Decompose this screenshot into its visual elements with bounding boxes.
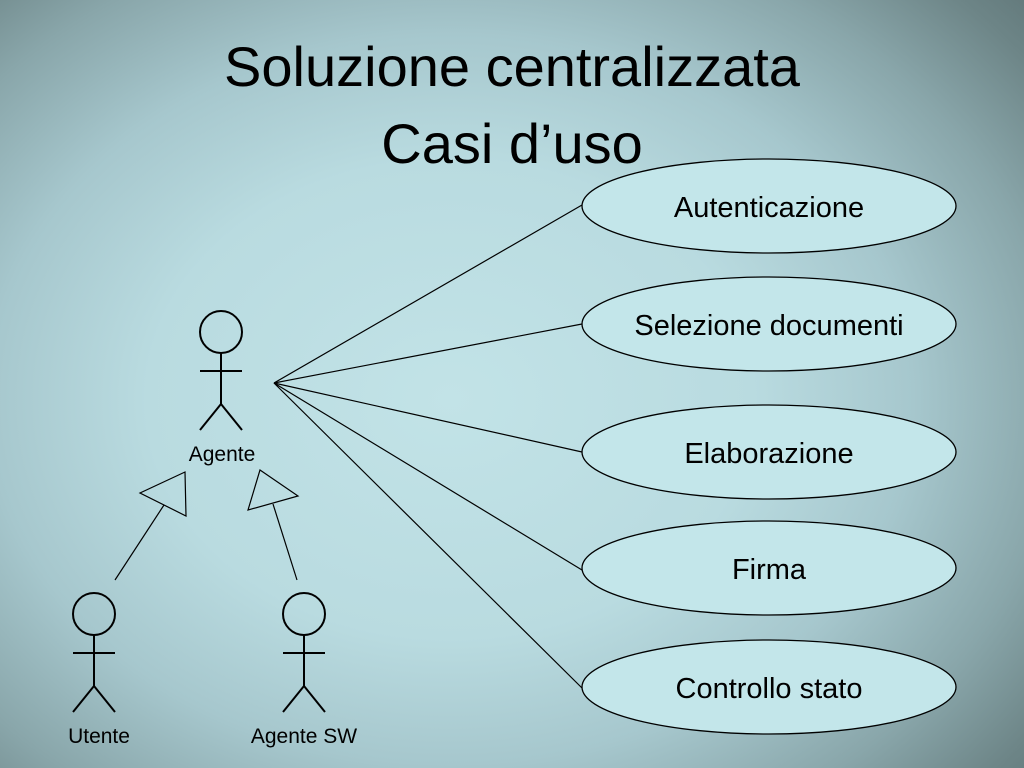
use-case-label-controllo-stato: Controllo stato bbox=[676, 673, 863, 705]
use-case-label-autenticazione: Autenticazione bbox=[674, 192, 864, 224]
actor-utente-head bbox=[72, 592, 116, 636]
title-line-2: Casi d’uso bbox=[381, 112, 643, 176]
use-case-ellipse bbox=[581, 276, 957, 372]
use-case-ellipse bbox=[581, 158, 957, 254]
actor-agente-sw-head bbox=[282, 592, 326, 636]
association-controllo-stato bbox=[273, 382, 583, 689]
association-autenticazione bbox=[273, 204, 583, 384]
generalization-line-utente bbox=[114, 504, 165, 581]
actor-agente-leg-right bbox=[220, 403, 243, 431]
actor-agente-sw-label: Agente SW bbox=[251, 725, 357, 748]
use-case-ellipse bbox=[581, 639, 957, 735]
title-line-1: Soluzione centralizzata bbox=[224, 35, 800, 98]
use-case-autenticazione: Autenticazione bbox=[581, 158, 957, 254]
generalization-line-agente-sw bbox=[272, 503, 298, 581]
actor-agente-leg-left bbox=[199, 403, 222, 431]
actor-agente bbox=[199, 310, 243, 431]
associations bbox=[273, 204, 583, 689]
generalizations bbox=[114, 469, 300, 581]
actor-utente-leg-left bbox=[72, 685, 95, 713]
use-case-selezione-documenti: Selezione documenti bbox=[581, 276, 957, 372]
actor-agente-sw bbox=[282, 592, 326, 713]
actor-utente bbox=[72, 592, 116, 713]
use-case-elaborazione: Elaborazione bbox=[581, 404, 957, 500]
use-case-controllo-stato: Controllo stato bbox=[581, 639, 957, 735]
use-case-label-elaborazione: Elaborazione bbox=[684, 438, 853, 470]
actor-agente-head bbox=[199, 310, 243, 354]
actor-utente-leg-right bbox=[93, 685, 116, 713]
actor-agente-sw-leg-left bbox=[282, 685, 305, 713]
generalization-arrow-utente bbox=[138, 471, 187, 517]
slide-title: Soluzione centralizzata Casi d’uso bbox=[0, 28, 1024, 183]
actor-agente-sw-leg-right bbox=[303, 685, 326, 713]
use-case-ellipse bbox=[581, 404, 957, 500]
use-case-ellipse bbox=[581, 520, 957, 616]
actor-utente-label: Utente bbox=[68, 725, 130, 748]
association-elaborazione bbox=[273, 382, 583, 453]
use-case-label-firma: Firma bbox=[732, 554, 807, 586]
association-selezione-documenti bbox=[273, 323, 583, 384]
use-case-label-selezione-documenti: Selezione documenti bbox=[634, 310, 903, 342]
use-case-firma: Firma bbox=[581, 520, 957, 616]
association-firma bbox=[273, 382, 583, 571]
actor-agente-label: Agente bbox=[189, 443, 256, 466]
generalization-arrow-agente-sw bbox=[247, 469, 300, 511]
